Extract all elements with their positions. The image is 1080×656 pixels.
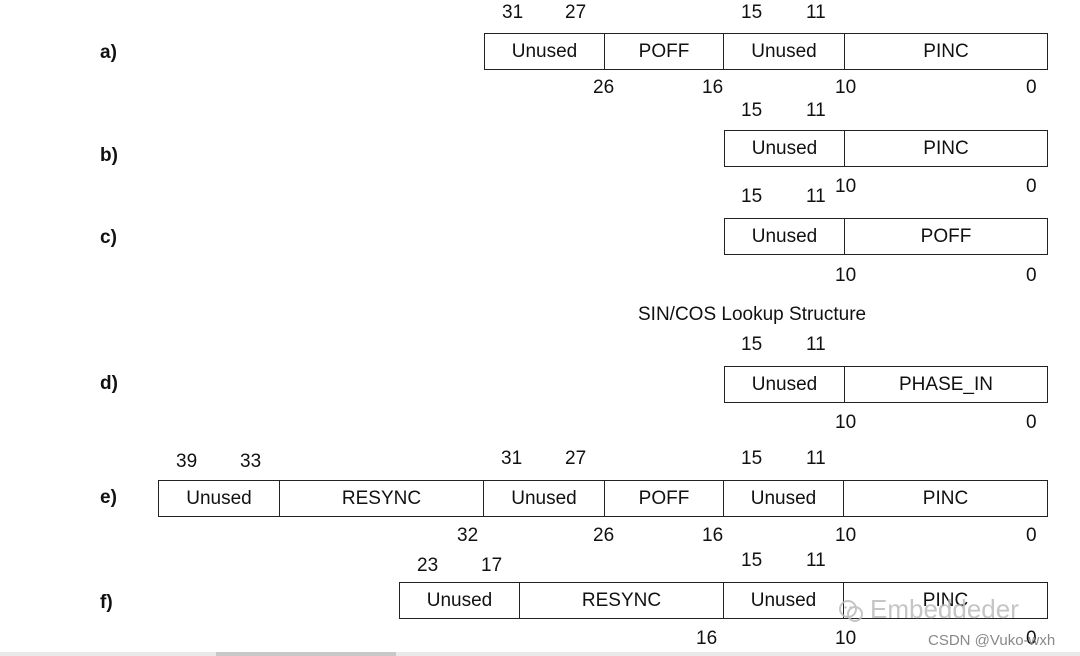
field-cell: PINC (923, 40, 969, 62)
top-bit: 15 (741, 550, 763, 571)
top-bit: 11 (806, 2, 826, 23)
row-label-d: d) (100, 373, 118, 394)
scrollbar-thumb[interactable] (216, 652, 396, 656)
field-cell: Unused (400, 583, 520, 618)
field-cell: RESYNC (280, 481, 484, 516)
bottom-bit: 10 (835, 628, 857, 649)
top-bit: 11 (806, 448, 826, 469)
top-bit: 15 (741, 334, 763, 355)
bottom-bit: 16 (702, 77, 724, 98)
register-f: Unused RESYNC Unused PINC (399, 582, 1048, 619)
field-cell: PHASE_IN (899, 373, 993, 395)
bottom-bit: 0 (1026, 176, 1037, 197)
field-cell: POFF (605, 481, 724, 516)
row-label-b: b) (100, 145, 118, 166)
register-d: Unused PHASE_IN (724, 366, 1048, 403)
top-bit: 39 (176, 451, 198, 472)
field-cell: Unused (725, 131, 845, 166)
bottom-bit: 26 (593, 525, 615, 546)
field-cell: PINC (922, 487, 969, 509)
field-cell: Unused (724, 481, 844, 516)
bottom-bit: 16 (702, 525, 724, 546)
bottom-bit: 10 (835, 265, 857, 286)
field-cell: POFF (920, 225, 972, 247)
top-bit: 11 (806, 334, 826, 355)
bottom-bit: 0 (1026, 265, 1037, 286)
register-b: Unused PINC (724, 130, 1048, 167)
field-cell: PINC (923, 137, 969, 159)
top-bit: 15 (741, 448, 763, 469)
watermark-text: Embeddeder (870, 594, 1019, 624)
top-bit: 11 (806, 100, 826, 121)
bottom-bit: 0 (1026, 628, 1037, 649)
field-cell: POFF (605, 34, 724, 69)
horizontal-scrollbar[interactable] (0, 652, 1080, 656)
register-a: Unused POFF Unused PINC (484, 33, 1048, 70)
row-label-f: f) (100, 592, 113, 613)
field-cell: RESYNC (520, 583, 724, 618)
watermark: Embeddeder (838, 594, 1019, 625)
section-title: SIN/COS Lookup Structure (638, 304, 867, 325)
top-bit: 11 (806, 550, 826, 571)
bottom-bit: 10 (835, 176, 857, 197)
row-label-e: e) (100, 487, 117, 508)
row-label-c: c) (100, 227, 117, 248)
wechat-icon (839, 600, 863, 623)
bottom-bit: 16 (696, 628, 718, 649)
bottom-bit: 32 (457, 525, 479, 546)
bottom-bit: 10 (835, 77, 857, 98)
bottom-bit: 0 (1026, 77, 1037, 98)
field-cell: PINC (922, 589, 969, 611)
field-cell: Unused (484, 481, 605, 516)
field-cell: Unused (724, 583, 844, 618)
top-bit: 17 (481, 555, 503, 576)
top-bit: 15 (741, 100, 763, 121)
top-bit: 11 (806, 186, 826, 207)
top-bit: 15 (741, 186, 763, 207)
field-cell: Unused (159, 481, 280, 516)
bottom-bit: 0 (1026, 412, 1037, 433)
row-label-a: a) (100, 42, 117, 63)
top-bit: 31 (501, 448, 523, 469)
top-bit: 31 (502, 2, 524, 23)
bottom-bit: 0 (1026, 525, 1037, 546)
field-cell: Unused (725, 219, 845, 254)
top-bit: 15 (741, 2, 763, 23)
register-e: Unused RESYNC Unused POFF Unused PINC (158, 480, 1048, 517)
bottom-bit: 10 (835, 412, 857, 433)
register-c: Unused POFF (724, 218, 1048, 255)
top-bit: 23 (417, 555, 439, 576)
field-cell: Unused (725, 367, 845, 402)
bottom-bit: 26 (593, 77, 615, 98)
top-bit: 27 (565, 2, 587, 23)
top-bit: 27 (565, 448, 587, 469)
field-cell: Unused (485, 34, 605, 69)
bottom-bit: 10 (835, 525, 857, 546)
top-bit: 33 (240, 451, 262, 472)
field-cell: Unused (724, 34, 845, 69)
credit-text: CSDN @Vuko-wxh (928, 632, 1056, 649)
